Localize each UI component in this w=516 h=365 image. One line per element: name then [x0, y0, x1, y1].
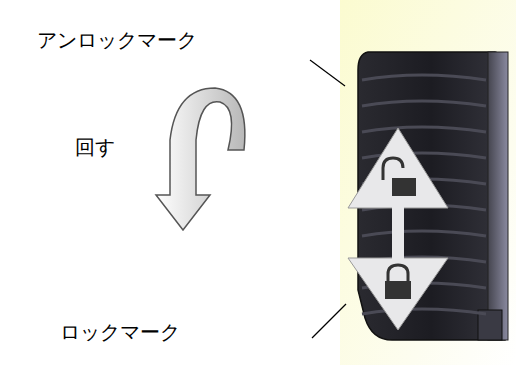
knob-ridge	[362, 75, 486, 80]
lock-shackle	[388, 265, 408, 282]
lock-body	[385, 281, 411, 299]
knob-ridge	[362, 231, 486, 236]
lock-triangle	[348, 258, 448, 330]
part-label: 回す	[75, 135, 115, 159]
unlock-shackle	[383, 158, 403, 180]
knob-side	[488, 52, 508, 340]
knob-ridge	[362, 127, 486, 132]
knob-ridge	[362, 309, 486, 314]
part-label: アンロックマーク	[37, 28, 197, 52]
knob-ridge	[362, 101, 486, 106]
leader-line	[310, 60, 345, 86]
unlock-triangle	[348, 128, 448, 208]
arrow-stem	[392, 200, 404, 266]
rotate-arrow	[156, 88, 245, 230]
part-label: ロックマーク	[60, 320, 180, 344]
background-panel	[340, 0, 516, 365]
unlock-body	[392, 178, 416, 196]
leader-line	[312, 304, 346, 338]
